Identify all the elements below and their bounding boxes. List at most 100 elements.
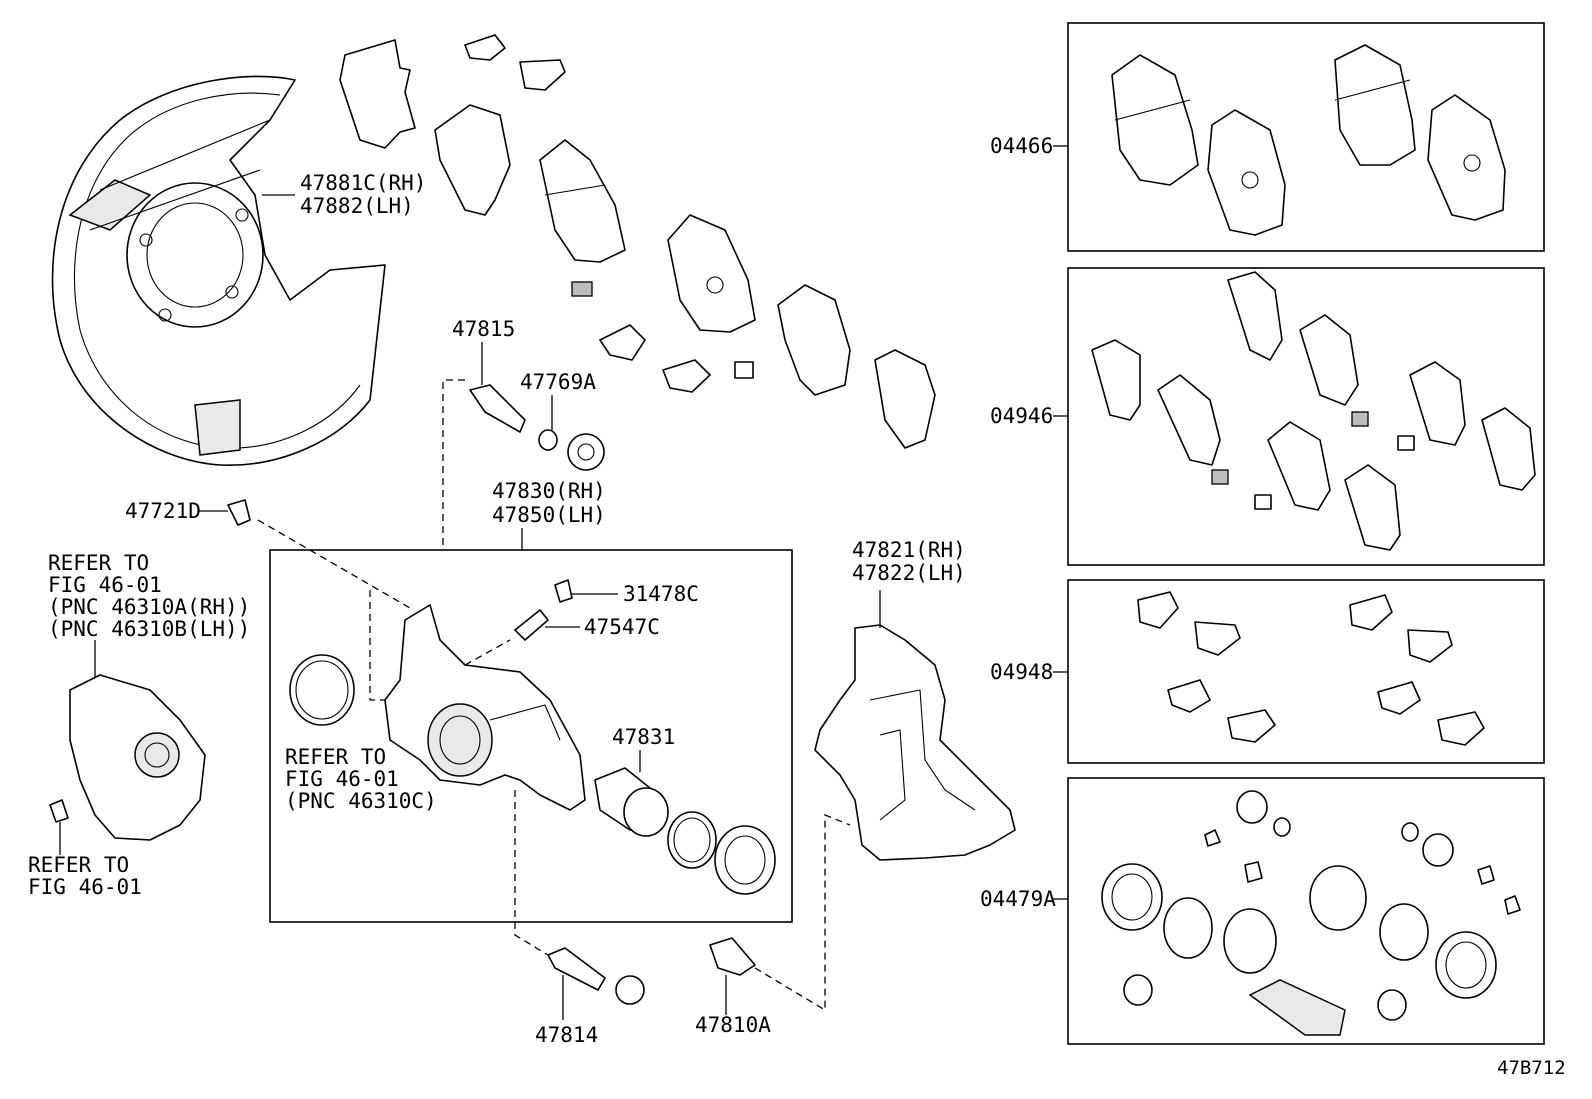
- clip-illustration: [1349, 594, 1393, 631]
- brake-pad-illustration: [667, 214, 756, 333]
- kit-code-04466: 04466: [990, 134, 1053, 158]
- shim-illustration: [874, 349, 936, 449]
- bolt-illustration: [709, 937, 756, 976]
- shim-illustration: [1344, 464, 1401, 551]
- bleeder-screw-illustration: [514, 609, 549, 641]
- label-mount-lh: 47822(LH): [852, 561, 966, 585]
- cylinder-refer-illustration: [49, 674, 206, 841]
- label-mount-rh: 47821(RH): [852, 538, 966, 562]
- brake-pad-illustration: [1334, 44, 1416, 166]
- clip-illustration: [1397, 435, 1415, 451]
- boot-illustration: [615, 975, 645, 1005]
- shim-illustration: [1157, 374, 1221, 466]
- kit-04948: [1067, 579, 1545, 764]
- clip-illustration: [734, 361, 754, 379]
- kit-04466: [1067, 22, 1545, 252]
- clip-illustration: [519, 59, 566, 91]
- cap-illustration: [1504, 895, 1521, 915]
- label-47721d: 47721D: [125, 499, 201, 523]
- refer-left-line3: (PNC 46310A(RH)): [48, 595, 250, 619]
- clip-illustration: [1137, 591, 1179, 629]
- shim-illustration: [339, 39, 416, 149]
- seal-illustration: [1309, 865, 1367, 931]
- refer-middle-line2: FIG 46-01: [285, 767, 399, 791]
- wear-indicator-illustration: [571, 281, 593, 297]
- clip-illustration: [464, 34, 506, 61]
- refer-bolt-line2: FIG 46-01: [28, 875, 142, 899]
- cap-illustration: [1204, 829, 1221, 847]
- bushing-illustration: [538, 429, 558, 451]
- shim-illustration: [1409, 361, 1466, 446]
- kit-04479a: [1067, 777, 1545, 1045]
- boot-illustration: [567, 433, 605, 471]
- shim-illustration: [1267, 421, 1331, 511]
- caliper-group: [289, 579, 776, 895]
- bleeder-cap-illustration: [554, 579, 573, 603]
- label-47810a: 47810A: [695, 1013, 771, 1037]
- clip-illustration: [1254, 494, 1272, 510]
- brake-pad-illustration: [539, 139, 626, 263]
- pad-group-top: [339, 34, 936, 449]
- bushing-illustration: [1236, 790, 1268, 824]
- clip-illustration: [1377, 681, 1421, 715]
- shim-illustration: [434, 104, 511, 216]
- seal-illustration: [1379, 903, 1429, 961]
- piston-boot-illustration: [714, 825, 776, 895]
- clip-illustration: [1227, 709, 1276, 743]
- refer-left-line1: REFER TO: [48, 551, 149, 575]
- clip-illustration: [1407, 629, 1453, 663]
- caliper-assembly-box: [269, 549, 793, 923]
- mounting-bracket: [814, 624, 1016, 861]
- label-47769a: 47769A: [520, 370, 596, 394]
- kit-box: [1067, 267, 1545, 566]
- o-ring-illustration: [289, 654, 355, 726]
- clip-illustration: [599, 324, 646, 361]
- wear-indicator-illustration: [1351, 411, 1369, 427]
- leader-lines: [59, 145, 1068, 1020]
- clip-illustration: [1194, 621, 1241, 656]
- boot-illustration: [1435, 931, 1497, 999]
- bushing-illustration: [1401, 822, 1419, 842]
- label-caliper-lh: 47850(LH): [492, 503, 606, 527]
- shim-illustration: [1481, 407, 1536, 491]
- label-caliper-rh: 47830(RH): [492, 479, 606, 503]
- label-shield-lh: 47882(LH): [300, 194, 414, 218]
- wear-indicator-illustration: [1211, 469, 1229, 485]
- guide-pin-illustration: [469, 384, 526, 433]
- upper-pin-group: [469, 384, 605, 471]
- label-47814: 47814: [535, 1023, 598, 1047]
- boot-illustration: [1101, 863, 1163, 931]
- seal-illustration: [1163, 897, 1213, 959]
- refer-left-line2: FIG 46-01: [48, 573, 162, 597]
- shim-illustration: [1091, 339, 1141, 421]
- refer-middle-line3: (PNC 46310C): [285, 789, 437, 813]
- label-47831: 47831: [612, 725, 675, 749]
- label-31478c: 31478C: [623, 582, 699, 606]
- kit-box: [1067, 22, 1545, 252]
- kit-code-04479a: 04479A: [980, 887, 1056, 911]
- bushing-illustration: [1123, 974, 1153, 1006]
- refer-bolt-line1: REFER TO: [28, 853, 129, 877]
- refer-left-line4: (PNC 46310B(LH)): [48, 617, 250, 641]
- bushing-illustration: [1377, 989, 1407, 1021]
- labels: 47881C(RH) 47882(LH) 47815 47769A 47830(…: [28, 134, 1566, 1079]
- clip-illustration: [1437, 711, 1485, 746]
- cap-illustration: [1477, 865, 1495, 885]
- lower-pin-group: [547, 937, 756, 1005]
- bolt-47721d: [227, 499, 251, 526]
- kit-code-04948: 04948: [990, 660, 1053, 684]
- piston-seal-illustration: [667, 811, 717, 869]
- brake-pad-illustration: [1111, 54, 1199, 186]
- shim-illustration: [1227, 271, 1283, 361]
- shim-illustration: [1299, 314, 1359, 406]
- clip-illustration: [662, 359, 711, 393]
- guide-pin-illustration: [547, 947, 606, 991]
- kit-box: [1067, 777, 1545, 1045]
- caliper-body-illustration: [384, 604, 586, 811]
- kit-04946: [1067, 267, 1545, 566]
- label-47815: 47815: [452, 317, 515, 341]
- label-47547c: 47547C: [584, 615, 660, 639]
- kit-code-04946: 04946: [990, 404, 1053, 428]
- kit-box: [1067, 579, 1545, 764]
